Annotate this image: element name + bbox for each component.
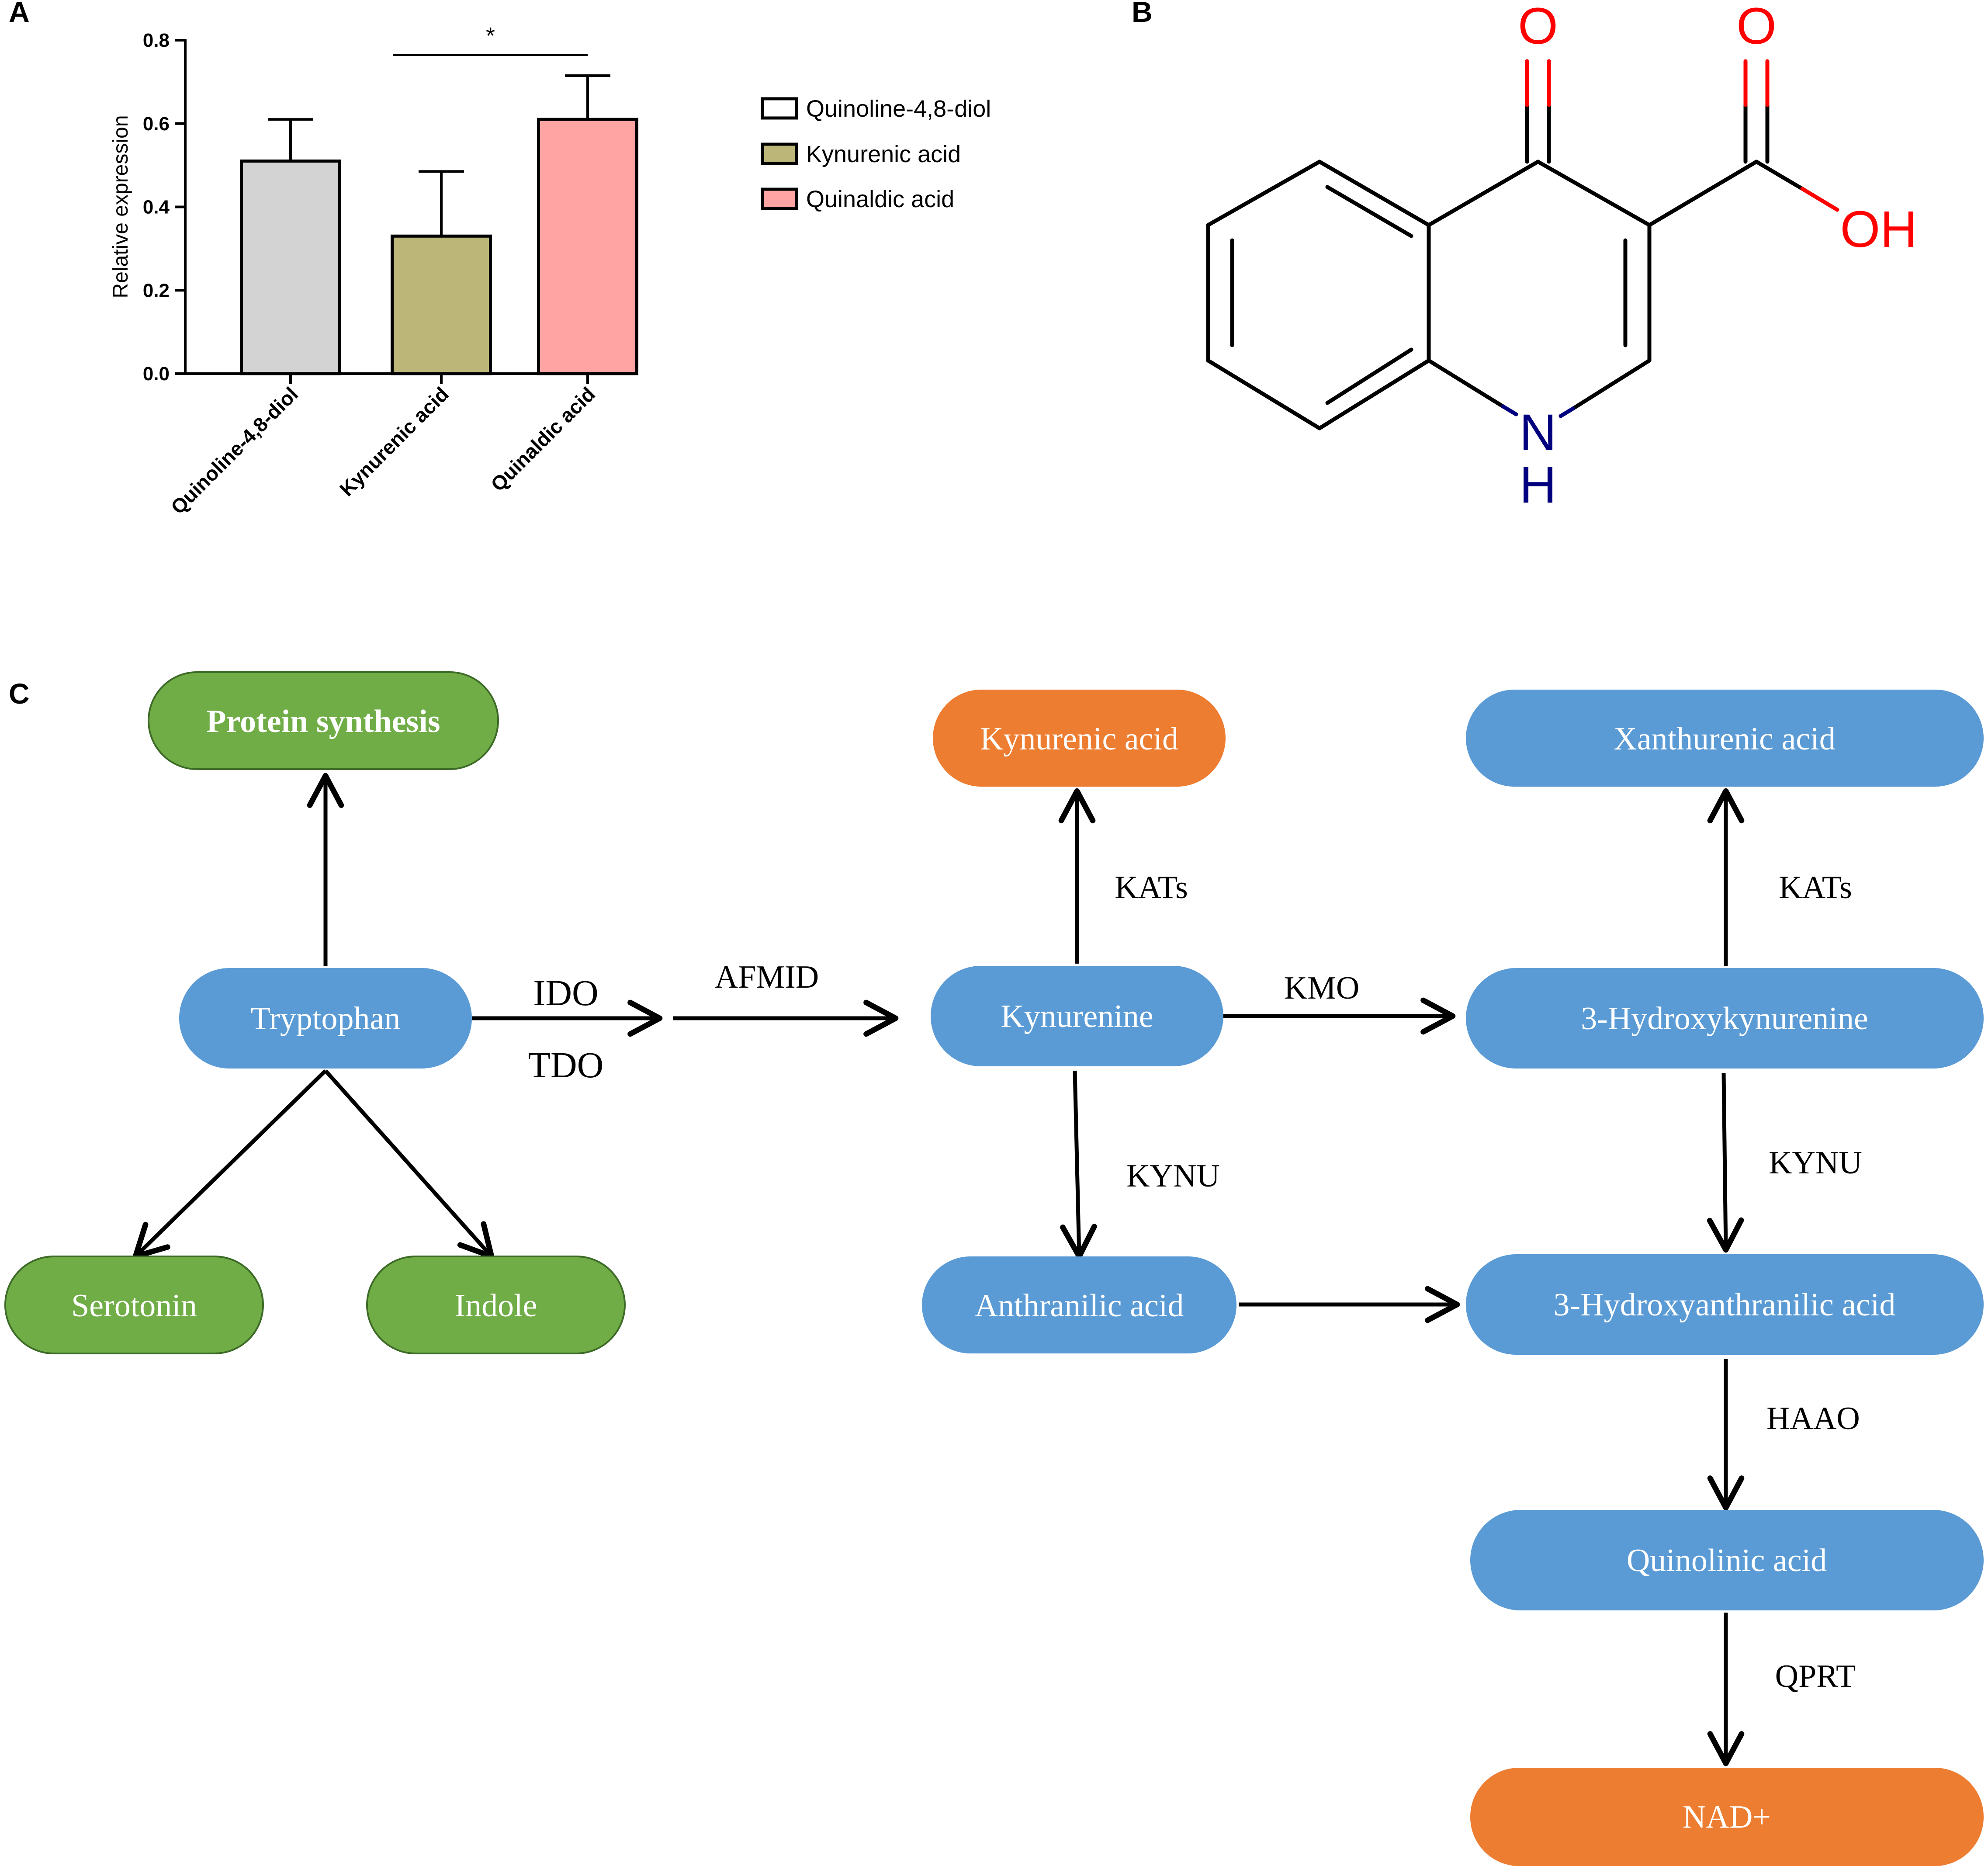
atom-o-ketone: O xyxy=(1518,0,1558,55)
enzyme-tdo: TDO xyxy=(528,1045,604,1086)
bond xyxy=(1647,160,1759,227)
atom-oh: OH xyxy=(1840,201,1918,258)
bar xyxy=(391,234,492,375)
node-quinolinic-acid: Quinolinic acid xyxy=(1470,1510,1984,1610)
node-kynurenine: Kynurenine xyxy=(931,966,1223,1066)
y-tick-label: 0.8 xyxy=(143,30,170,51)
x-ticks: Quinoline-4,8-diol Kynurenic acid Quinaldi… xyxy=(166,374,599,519)
y-tick-label: 0.6 xyxy=(143,113,170,135)
node-label: Tryptophan xyxy=(251,1001,401,1037)
node-tryptophan: Tryptophan xyxy=(179,968,472,1069)
bond xyxy=(1427,358,1505,409)
legend-label: Quinoline-4,8-diol xyxy=(806,96,991,122)
node-nad: NAD+ xyxy=(1470,1768,1984,1866)
bond xyxy=(1571,358,1652,411)
atom-h: H xyxy=(1519,456,1556,514)
bars xyxy=(240,74,638,375)
bond-n xyxy=(1559,406,1575,418)
x-tick-label: Kynurenic acid xyxy=(335,382,453,500)
arrow-to-hydroxyanthranilic xyxy=(1707,1072,1744,1253)
node-serotonin: Serotonin xyxy=(4,1256,264,1354)
double-bond xyxy=(1325,347,1413,405)
node-label: Protein synthesis xyxy=(206,704,440,739)
bond xyxy=(1206,358,1322,430)
y-ticks: 0.0 0.2 0.4 0.6 0.8 xyxy=(143,30,185,385)
double-bond xyxy=(1325,185,1413,238)
bond xyxy=(1317,358,1431,430)
node-label: 3-Hydroxykynurenine xyxy=(1581,1001,1868,1037)
legend-label: Kynurenic acid xyxy=(806,141,961,167)
node-label: NAD+ xyxy=(1683,1799,1771,1835)
enzyme-kynu-1: KYNU xyxy=(1126,1158,1220,1194)
arrow-to-indole xyxy=(324,1069,495,1259)
enzyme-kynu-2: KYNU xyxy=(1769,1145,1862,1181)
significance-label: * xyxy=(486,23,495,49)
node-3-hydroxykynurenine: 3-Hydroxykynurenine xyxy=(1466,968,1984,1069)
node-label: 3-Hydroxyanthranilic acid xyxy=(1554,1287,1896,1323)
enzyme-labels: IDO TDO AFMID KATs KMO KATs KYNU KYNU HA… xyxy=(528,870,1862,1694)
pathway-arrows xyxy=(132,773,1745,1766)
node-label: Serotonin xyxy=(71,1288,197,1324)
atom-o-acid: O xyxy=(1736,0,1777,55)
legend-swatch xyxy=(761,97,798,120)
x-tick-label: Quinoline-4,8-diol xyxy=(166,382,302,518)
node-protein-synthesis: Protein synthesis xyxy=(148,671,499,770)
panel-b-label: B xyxy=(1132,0,1153,28)
node-label: Anthranilic acid xyxy=(975,1288,1184,1324)
node-kynurenic-acid: Kynurenic acid xyxy=(933,690,1226,787)
bond-n xyxy=(1501,404,1518,416)
arrow-to-anthranilic-acid xyxy=(1060,1070,1097,1259)
bond-o xyxy=(1800,187,1839,212)
enzyme-ido: IDO xyxy=(533,973,598,1013)
panel-a-label: A xyxy=(9,0,30,28)
bond xyxy=(1427,160,1540,227)
enzyme-kats-1: KATs xyxy=(1115,870,1188,906)
legend-swatch xyxy=(761,142,798,165)
node-label: Kynurenic acid xyxy=(980,721,1178,757)
bar xyxy=(240,160,341,375)
y-tick-label: 0.4 xyxy=(143,197,170,218)
bond xyxy=(1536,160,1652,227)
node-indole: Indole xyxy=(366,1256,626,1354)
legend-swatch xyxy=(761,187,798,210)
y-tick-label: 0.0 xyxy=(143,363,170,385)
x-tick-label: Quinaldic acid xyxy=(486,382,599,496)
node-label: Quinolinic acid xyxy=(1627,1543,1827,1579)
node-xanthurenic-acid: Xanthurenic acid xyxy=(1466,690,1984,787)
node-label: Kynurenine xyxy=(1001,999,1153,1034)
bond xyxy=(1754,160,1804,191)
enzyme-kmo: KMO xyxy=(1284,970,1360,1006)
bond xyxy=(1317,160,1431,227)
kynurenic-acid-structure xyxy=(1206,59,1839,430)
legend-label: Quinaldic acid xyxy=(806,186,954,212)
structure-atoms: O O OH N H xyxy=(1518,0,1917,514)
bond xyxy=(1206,160,1322,227)
atom-n: N xyxy=(1519,404,1556,461)
bar xyxy=(537,118,638,375)
y-axis-label: Relative expression xyxy=(109,115,132,298)
node-label: Indole xyxy=(454,1288,537,1324)
significance-marker: * xyxy=(393,23,588,56)
y-tick-label: 0.2 xyxy=(143,280,170,301)
node-label: Xanthurenic acid xyxy=(1614,721,1836,757)
node-3-hydroxyanthranilic-acid: 3-Hydroxyanthranilic acid xyxy=(1466,1254,1984,1355)
enzyme-haao: HAAO xyxy=(1766,1401,1860,1436)
node-anthranilic-acid: Anthranilic acid xyxy=(922,1256,1236,1353)
enzyme-kats-2: KATs xyxy=(1779,870,1852,906)
enzyme-afmid: AFMID xyxy=(715,959,819,995)
arrow-to-serotonin xyxy=(132,1069,327,1259)
panel-c-label: C xyxy=(9,677,30,710)
enzyme-qprt: QPRT xyxy=(1775,1658,1856,1694)
